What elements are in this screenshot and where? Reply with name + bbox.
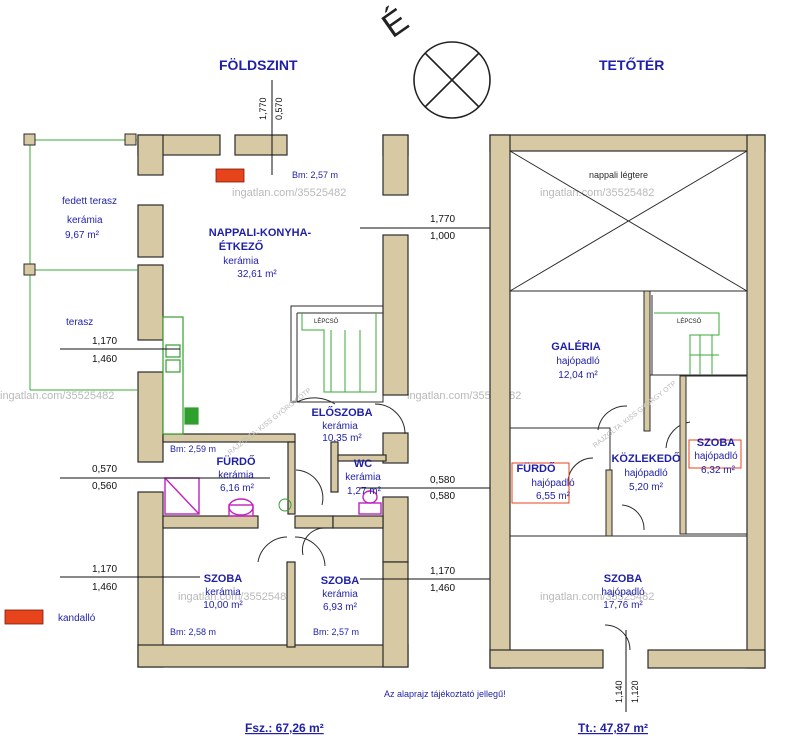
room-material: hajópadló (556, 356, 600, 367)
room-name: SZOBA (321, 575, 360, 587)
room-material: kerámia (345, 472, 381, 483)
dim-label: 1,120 (630, 680, 640, 703)
room-area: 32,61 m² (237, 269, 277, 280)
stairs-label: LÉPCSŐ (314, 318, 339, 325)
room-name: ELŐSZOBA (311, 406, 372, 419)
dim-label: 1,170 (92, 336, 117, 347)
room-area: 6,93 m² (323, 602, 358, 613)
room-material: kerámia (205, 587, 241, 598)
room-area: 5,20 m² (629, 482, 664, 493)
height-label: Bm: 2,59 m (170, 444, 216, 454)
stairs-label: LÉPCSŐ (677, 318, 702, 325)
terrace (29, 139, 138, 391)
room-material: hajópadló (601, 587, 645, 598)
floor-drain-icon (278, 498, 292, 512)
height-label: Bm: 2,57 m (313, 627, 359, 637)
height-label: Bm: 2,57 m (292, 170, 338, 180)
room-name: SZOBA (697, 437, 736, 449)
interior-lines (257, 235, 406, 567)
room-area: 6,32 m² (701, 465, 736, 476)
watermark: ingatlan.com/35525482 (540, 591, 654, 603)
dimension-lines (60, 80, 490, 580)
kitchen-counter (162, 316, 199, 435)
dim-label: 1,140 (614, 680, 624, 703)
void-label: nappali légtere (589, 170, 648, 180)
ground-total: Fsz.: 67,26 m² (245, 721, 324, 735)
room-name: fedett terasz (62, 196, 117, 207)
bath-fixtures (164, 477, 382, 517)
room-material: kerámia (322, 421, 358, 432)
room-material: hajópadló (624, 468, 668, 479)
watermark: ingatlan.com/35525482 (232, 187, 346, 199)
compass-icon (413, 41, 491, 119)
attic-wall-bars (605, 290, 687, 537)
ground-floor (137, 134, 409, 668)
dim-label: 1,460 (430, 583, 455, 594)
north-letter: É (375, 1, 415, 45)
stairs (654, 312, 720, 375)
room-area: 12,04 m² (558, 370, 598, 381)
room-name: FÜRDŐ (216, 455, 256, 468)
watermark: ingatlan.com/35525482 (178, 591, 292, 603)
room-area: 10,35 m² (322, 433, 362, 444)
room-material: kerámia (223, 256, 259, 267)
room-name: FÜRDŐ (516, 462, 556, 475)
watermark: ingatlan.com/35525482 (540, 187, 654, 199)
dim-label: 0,570 (274, 97, 284, 120)
room-name: ÉTKEZŐ (219, 240, 264, 253)
legend-swatch (4, 609, 44, 625)
room-area: 6,16 m² (220, 483, 255, 494)
dim-label: 0,570 (92, 464, 117, 475)
fireplace-icon (215, 168, 245, 183)
legend-label: kandalló (58, 613, 96, 624)
dim-label: 1,000 (430, 231, 455, 242)
dim-label: 0,580 (430, 475, 455, 486)
disclaimer: Az alaprajz tájékoztató jellegű! (384, 689, 506, 699)
watermark: ingatlan.com/35525482 (0, 390, 114, 402)
room-area: 10,00 m² (203, 600, 243, 611)
room-name: terasz (66, 317, 93, 328)
dim-label: 1,170 (92, 564, 117, 575)
marker-box (688, 439, 742, 469)
dim-label: 1,170 (430, 566, 455, 577)
room-name: SZOBA (604, 573, 643, 585)
attic-title: TETŐTÉR (599, 56, 664, 73)
room-material: hajópadló (694, 451, 738, 462)
stairs (301, 313, 377, 393)
room-material: kerámia (218, 470, 254, 481)
watermark-stamp: RAJZOLTA: KISS GYÖRGY OTP (226, 386, 313, 456)
room-material: hajópadló (531, 478, 575, 489)
marker-box (511, 462, 570, 504)
height-label: Bm: 2,58 m (170, 627, 216, 637)
dim-label: 0,560 (92, 481, 117, 492)
room-name: KÖZLEKEDŐ (611, 452, 681, 465)
dim-label: 1,770 (430, 214, 455, 225)
attic-total: Tt.: 47,87 m² (578, 721, 648, 735)
dim-label: 1,770 (258, 97, 268, 120)
room-name: WC (354, 458, 372, 470)
room-material: kerámia (322, 589, 358, 600)
room-area: 1,27 m² (347, 486, 382, 497)
room-name: SZOBA (204, 573, 243, 585)
dim-label: 1,460 (92, 582, 117, 593)
room-area: 17,76 m² (603, 600, 643, 611)
watermark-stamp: RAJZOLTA: KISS GYÖRGY OTP (591, 379, 678, 449)
room-area: 9,67 m² (65, 230, 100, 241)
terrace-posts (23, 133, 137, 276)
room-material: kerámia (67, 215, 103, 226)
dim-label: 1,460 (92, 354, 117, 365)
room-name: NAPPALI-KONYHA- (209, 227, 312, 239)
ground-floor-title: FÖLDSZINT (219, 57, 298, 73)
room-area: 6,55 m² (536, 491, 571, 502)
dim-label: 0,580 (430, 491, 455, 502)
room-name: GALÉRIA (551, 340, 601, 353)
